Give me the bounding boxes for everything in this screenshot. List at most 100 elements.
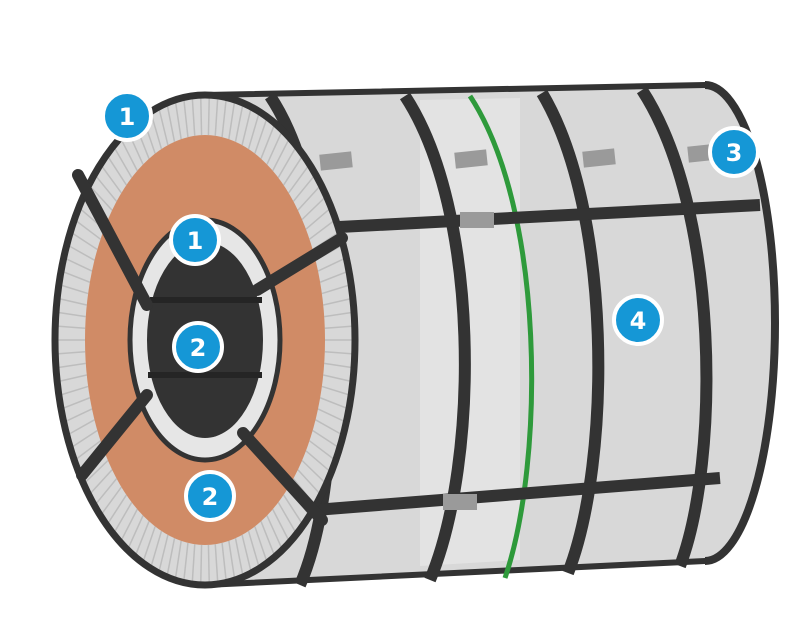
callout-2-face-protector: 2: [184, 470, 236, 522]
edge-protector-stripe: [93, 478, 118, 507]
radial-bands: [72, 169, 348, 526]
edge-protector-stripe: [254, 526, 269, 564]
edge-protector-stripe: [55, 350, 86, 355]
edge-protector-stripe: [69, 231, 98, 251]
edge-protector-stripe: [324, 311, 355, 318]
edge-protector-stripe: [260, 521, 276, 557]
edge-protector-stripe: [106, 154, 128, 186]
edge-protector-stripe: [324, 362, 355, 369]
callout-3-corner-protector: 3: [708, 126, 760, 178]
edge-protector-stripe: [277, 145, 298, 179]
edge-protector-stripe: [321, 385, 352, 397]
edge-protector-stripe: [241, 534, 253, 574]
edge-protector-stripe: [182, 542, 189, 583]
edge-protector-stripe: [254, 116, 269, 154]
edge-protector-stripe: [93, 173, 118, 202]
callout-2-bore-protector: 2: [172, 321, 224, 373]
edge-protector-stripe: [247, 111, 261, 150]
edge-protector-stripe: [247, 530, 261, 569]
edge-protector-stripe: [282, 154, 304, 186]
edge-protector-stripe: [99, 163, 122, 194]
band-clip: [454, 149, 488, 169]
edge-protector-stripe: [55, 311, 86, 318]
edge-protector-stripe: [55, 362, 86, 369]
edge-protector-stripe: [301, 459, 327, 485]
edge-protector-stripe: [324, 350, 355, 355]
edge-protector-stripe: [58, 385, 89, 397]
edge-protector-stripe: [119, 508, 138, 543]
edge-protector-stripe: [272, 508, 291, 543]
edge-protector-stripe: [73, 218, 101, 240]
edge-protector-stripe: [157, 534, 169, 574]
band-clip: [443, 494, 477, 510]
edge-protector-stripe: [282, 494, 304, 526]
edge-protector-stripe: [174, 99, 182, 140]
edge-protector-stripe: [57, 374, 87, 383]
edge-protector-stripe: [309, 440, 337, 462]
coil-face-rim: [51, 91, 359, 589]
edge-protector-stripe: [126, 515, 144, 551]
band-clip: [319, 151, 353, 171]
edge-protector-stripe: [315, 419, 344, 437]
edge-protector-stripe: [297, 469, 322, 496]
edge-protector-stripe: [324, 325, 355, 330]
edge-protector-stripe: [112, 145, 133, 179]
edge-protector-stripe: [182, 97, 189, 138]
band-clip: [460, 212, 494, 228]
callout-1-inner-edge-protector: 1: [169, 214, 221, 266]
edge-protector-stripe: [266, 515, 284, 551]
edge-protector-stripe: [99, 486, 122, 517]
edge-protector-stripe: [191, 544, 196, 585]
edge-protector-stripe: [309, 218, 337, 240]
callout-1-outer-edge-protector: 1: [101, 90, 153, 142]
edge-protector-stripe: [106, 494, 128, 526]
edge-protector-stripe: [228, 99, 236, 140]
edge-protector-stripe: [199, 95, 203, 136]
svg-text:1: 1: [119, 103, 136, 131]
coil-right-rim: [704, 81, 779, 565]
edge-protector-stripe: [174, 540, 182, 581]
edge-protector-stripe: [272, 137, 291, 172]
edge-protector-stripe: [207, 95, 211, 136]
edge-protector-stripe: [73, 440, 101, 462]
edge-protector-stripe: [297, 184, 322, 211]
edge-protector-stripe: [319, 397, 350, 410]
longitudinal-band: [314, 472, 721, 516]
edge-protector-stripe: [228, 540, 236, 581]
callout-4-marker-band: 4: [612, 294, 664, 346]
edge-protector-stripe: [149, 530, 163, 569]
edge-protector-stripe: [199, 544, 203, 585]
edge-protector-stripe: [83, 459, 109, 485]
edge-protector-stripe: [63, 256, 93, 272]
edge-protector-stripe: [207, 544, 211, 585]
edge-protector-stripe: [288, 163, 311, 194]
circumferential-band: [536, 89, 605, 576]
edge-protector-stripe: [266, 129, 284, 165]
edge-protector-stripe: [119, 137, 138, 172]
marker-band-line: [467, 94, 535, 579]
edge-protector-stripe: [166, 102, 176, 142]
svg-text:3: 3: [726, 139, 743, 167]
edge-protector-stripe: [312, 429, 341, 449]
edge-protector-stripe: [57, 297, 87, 306]
edge-protector-stripe: [66, 419, 95, 437]
edge-protector-stripe: [63, 408, 93, 424]
edge-protector-stripe: [88, 469, 113, 496]
edge-protector-stripe: [55, 325, 86, 330]
svg-text:1: 1: [187, 227, 204, 255]
edge-protector-stripe: [317, 256, 347, 272]
edge-protector-stripe: [157, 106, 169, 146]
edge-protector-stripe: [323, 297, 353, 306]
edge-protector-stripe: [214, 95, 219, 136]
svg-text:4: 4: [630, 307, 647, 335]
edge-protector-stripe: [88, 184, 113, 211]
edge-protector-stripe: [317, 408, 347, 424]
svg-text:2: 2: [190, 334, 207, 362]
edge-protector-stripe: [221, 97, 228, 138]
edge-protector-stripe: [60, 270, 91, 283]
edge-protector-stripe: [241, 106, 253, 146]
edge-protector-stripe: [234, 538, 244, 578]
edge-protector-stripe: [221, 542, 228, 583]
